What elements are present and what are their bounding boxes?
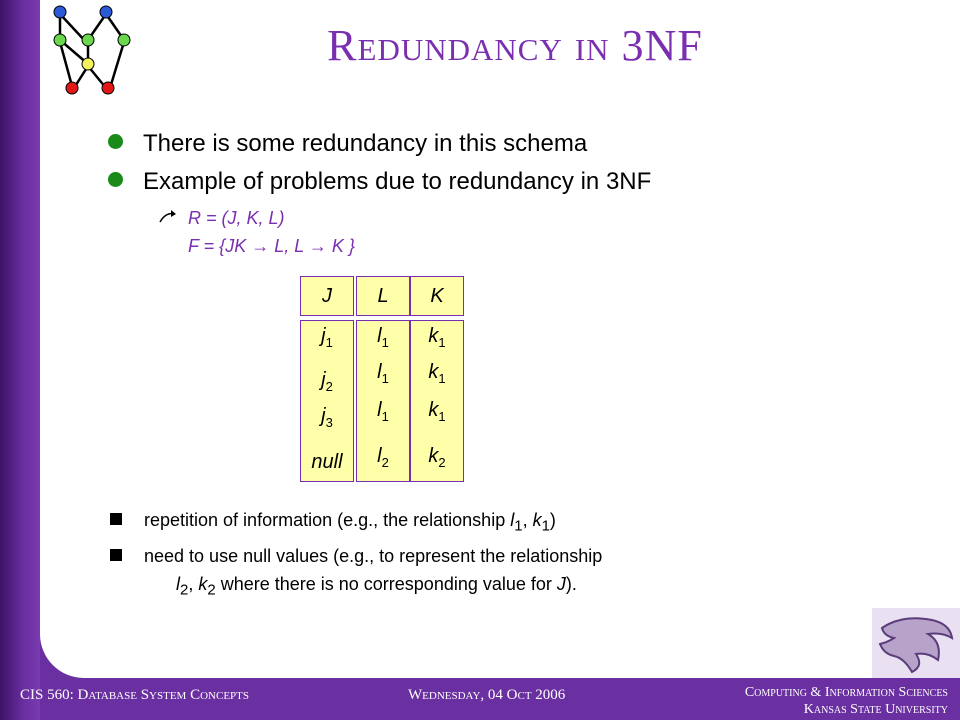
footer-date: Wednesday, 04 Oct 2006 bbox=[408, 687, 566, 703]
table-cell: k2 bbox=[428, 445, 446, 470]
bullet-text: There is some redundancy in this schema bbox=[143, 130, 588, 157]
table-header-l: L bbox=[356, 276, 410, 316]
table-cell: l1 bbox=[377, 361, 389, 386]
footer-department: Computing & Information Sciences Kansas … bbox=[745, 684, 948, 718]
footer-dept-line2: Kansas State University bbox=[803, 702, 948, 717]
square-bullet-icon bbox=[110, 513, 122, 525]
problem-null-values: need to use null values (e.g., to repres… bbox=[110, 546, 602, 567]
graph-logo-icon bbox=[53, 5, 131, 95]
table-cell: l1 bbox=[377, 399, 389, 424]
bullet-dot-icon bbox=[108, 134, 123, 149]
schema-definition: R = (J, K, L) bbox=[188, 208, 285, 228]
table-cell: k1 bbox=[428, 325, 446, 350]
sub-bullet-arrow-icon bbox=[159, 210, 176, 223]
table-column-k: k1 k1 k1 k2 bbox=[410, 320, 464, 482]
functional-dependencies: F = {JK → L, L → K } bbox=[188, 236, 355, 256]
slide-body bbox=[40, 0, 960, 678]
table-cell: l2 bbox=[377, 445, 389, 470]
bullet-example: Example of problems due to redundancy in… bbox=[108, 168, 651, 196]
table-header-k: K bbox=[410, 276, 464, 316]
left-frame-bar bbox=[0, 0, 40, 720]
table-cell: j2 bbox=[321, 369, 333, 394]
square-bullet-icon bbox=[110, 549, 122, 561]
table-cell: j1 bbox=[321, 325, 333, 350]
footer-dept-line1: Computing & Information Sciences bbox=[744, 685, 948, 700]
problem-repetition: repetition of information (e.g., the rel… bbox=[110, 510, 556, 535]
bullet-redundancy: There is some redundancy in this schema bbox=[108, 130, 587, 158]
table-cell: l1 bbox=[377, 325, 389, 350]
table-cell: k1 bbox=[428, 399, 446, 424]
bullet-text: Example of problems due to redundancy in… bbox=[143, 168, 652, 195]
kstate-wildcat-logo-icon bbox=[872, 608, 960, 678]
table-header-j: J bbox=[300, 276, 354, 316]
table-cell: j3 bbox=[321, 405, 333, 430]
table-column-j: j1 j2 j3 null bbox=[300, 320, 354, 482]
slide-title: Redundancy in 3NF bbox=[327, 21, 703, 70]
table-cell: null bbox=[311, 451, 343, 473]
problem-null-values-continued: l2, k2 where there is no corresponding v… bbox=[176, 574, 577, 599]
table-cell: k1 bbox=[428, 361, 446, 386]
table-column-l: l1 l1 l1 l2 bbox=[356, 320, 410, 482]
bullet-dot-icon bbox=[108, 172, 123, 187]
footer-course: CIS 560: Database System Concepts bbox=[20, 687, 249, 703]
